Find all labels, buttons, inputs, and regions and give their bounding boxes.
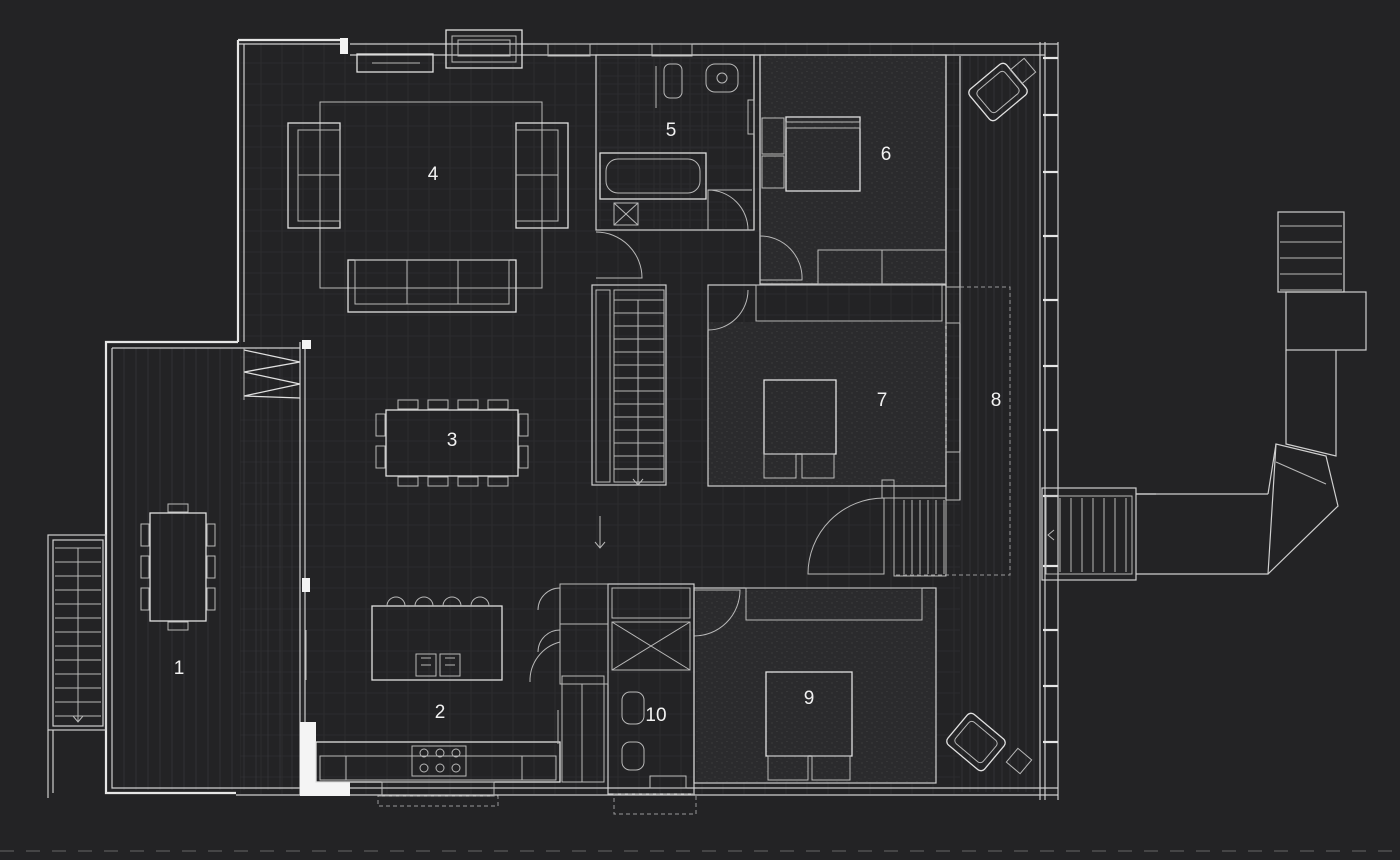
bedroom-7-carpet: [708, 322, 946, 486]
bedroom-6-carpet: [760, 56, 946, 284]
room-label-1: 1: [174, 658, 185, 679]
bar-stool: [386, 596, 406, 607]
room-label-5: 5: [666, 120, 677, 141]
bathroom-5: [595, 54, 761, 231]
folding-door: [243, 349, 301, 399]
room-label-7: 7: [877, 390, 888, 411]
chair: [427, 399, 449, 410]
chair: [427, 476, 449, 487]
chair: [375, 413, 386, 437]
chair: [518, 445, 529, 469]
column: [316, 782, 350, 796]
room-label-3: 3: [447, 430, 458, 451]
chair: [457, 476, 479, 487]
bar-stool: [470, 596, 490, 607]
bar-stool: [414, 596, 434, 607]
deck-boards: [111, 348, 293, 790]
chair: [397, 476, 419, 487]
room-label-8: 8: [991, 390, 1002, 411]
room-label-10: 10: [645, 705, 666, 726]
living-room-furniture: [287, 29, 693, 313]
terrace-boards: [961, 56, 1035, 792]
terrace-outline: [945, 286, 1011, 576]
armchairs: [946, 57, 1037, 775]
room-label-9: 9: [804, 688, 815, 709]
room-label-6: 6: [881, 144, 892, 165]
column: [300, 722, 316, 796]
chair: [457, 399, 479, 410]
room-label-2: 2: [435, 702, 446, 723]
chair: [397, 399, 419, 410]
chair: [487, 476, 509, 487]
chair: [487, 399, 509, 410]
bedroom-9-carpet: [696, 590, 936, 782]
column: [302, 578, 310, 592]
deck-dining-table: [140, 503, 216, 631]
bedroom-6: [759, 54, 947, 285]
room-labels: 1 2 3 4 5 6 7 8 9 10: [174, 120, 1002, 726]
column: [340, 38, 348, 54]
central-stairs: [591, 231, 667, 549]
deck-stairs: [47, 534, 107, 798]
chair: [518, 413, 529, 437]
room-label-4: 4: [428, 164, 439, 185]
entry-steps: [807, 497, 947, 577]
external-walkway: [1041, 211, 1367, 581]
dining-table: [375, 399, 529, 487]
chair: [375, 445, 386, 469]
bar-stool: [442, 596, 462, 607]
column: [302, 340, 311, 349]
bathroom-10: [607, 583, 697, 815]
kitchen: [305, 583, 609, 807]
